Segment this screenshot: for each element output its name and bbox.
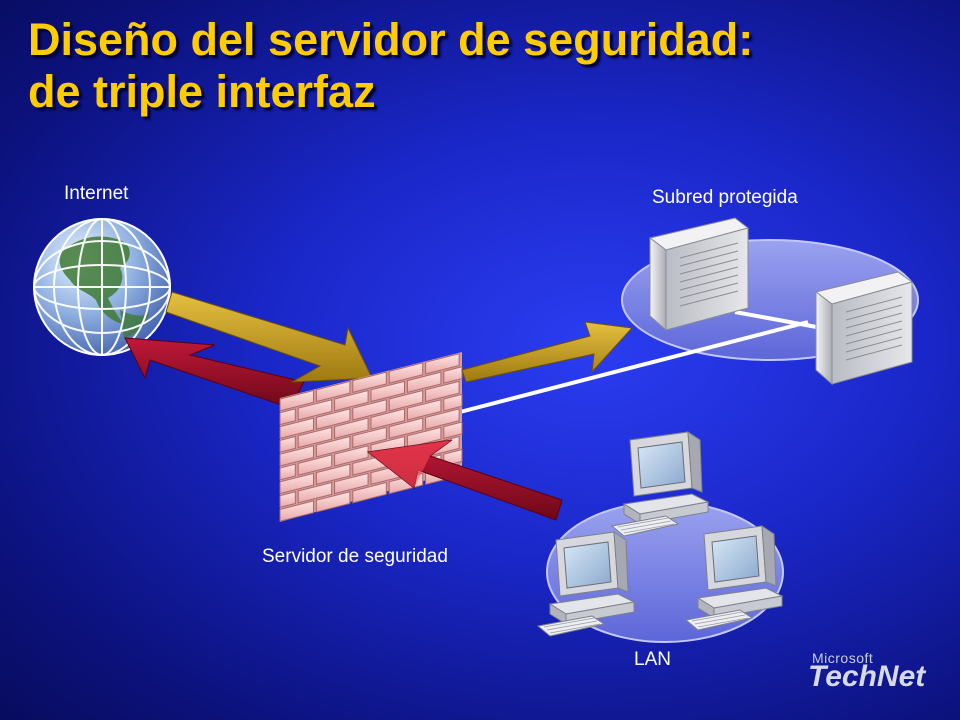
firewall-brick xyxy=(443,421,463,440)
firewall-brick xyxy=(443,366,463,384)
firewall-brick xyxy=(279,500,314,522)
internet-globe-icon xyxy=(33,218,171,356)
desktop-computer-icon xyxy=(536,531,636,637)
firewall-brick xyxy=(279,435,296,453)
firewall-brick xyxy=(370,408,405,430)
title-line-1: Diseño del servidor de seguridad: xyxy=(28,14,754,65)
firewall-brick xyxy=(279,445,314,467)
firewall-brick xyxy=(425,408,460,430)
firewall-brick xyxy=(279,472,314,495)
firewall-brick xyxy=(315,408,351,430)
firewall-brick xyxy=(425,353,460,375)
firewall-brick xyxy=(297,454,333,476)
firewall-brick xyxy=(334,445,369,467)
firewall-brick xyxy=(279,491,296,509)
inbound-arrow xyxy=(165,291,373,383)
firewall-to-subnet-arrow xyxy=(461,321,634,383)
firewall-brick xyxy=(352,426,387,449)
network-links xyxy=(459,310,823,414)
firewall-brick xyxy=(406,426,442,449)
firewall-brick xyxy=(425,380,460,403)
firewall-brick xyxy=(334,472,369,495)
firewall-brick xyxy=(352,481,387,504)
internet-label: Internet xyxy=(64,183,129,204)
lan-label: LAN xyxy=(634,649,671,670)
firewall-brick xyxy=(352,399,387,421)
protected-subnet-label: Subred protegida xyxy=(652,187,798,208)
firewall-brick xyxy=(297,426,333,449)
desktop-computer-icon xyxy=(684,525,784,631)
firewall-brick xyxy=(406,371,442,394)
firewall-brick xyxy=(443,393,463,412)
page-title: Diseño del servidor de seguridad: de tri… xyxy=(28,14,753,118)
firewall-brick xyxy=(279,408,296,426)
firewall-brick xyxy=(279,389,314,412)
firewall-brick xyxy=(315,435,351,458)
firewall-brick xyxy=(297,399,333,421)
firewall-brick xyxy=(315,380,351,403)
desktop-computer-icon xyxy=(610,431,710,537)
firewall-brick xyxy=(279,463,296,481)
firewall-brick xyxy=(315,491,351,513)
title-line-2: de triple interfaz xyxy=(28,66,376,117)
outbound-arrow xyxy=(124,337,305,409)
technet-logo: Microsoft TechNet xyxy=(808,650,925,694)
server-icon xyxy=(648,217,750,332)
firewall-brick xyxy=(352,371,387,394)
firewall-brick xyxy=(334,417,369,440)
logo-product: TechNet xyxy=(808,660,926,693)
firewall-brick xyxy=(388,417,424,440)
firewall-brick xyxy=(279,417,314,440)
server-icon xyxy=(814,271,914,386)
firewall-brick xyxy=(406,399,442,421)
firewall-brick xyxy=(388,389,424,412)
firewall-brick xyxy=(388,362,424,384)
firewall-brick xyxy=(297,481,333,504)
firewall-brick xyxy=(334,389,369,412)
firewall-brick xyxy=(370,380,405,403)
firewall-label: Servidor de seguridad xyxy=(262,546,448,567)
firewall-brick xyxy=(315,463,351,486)
logo-company: Microsoft xyxy=(812,650,874,666)
